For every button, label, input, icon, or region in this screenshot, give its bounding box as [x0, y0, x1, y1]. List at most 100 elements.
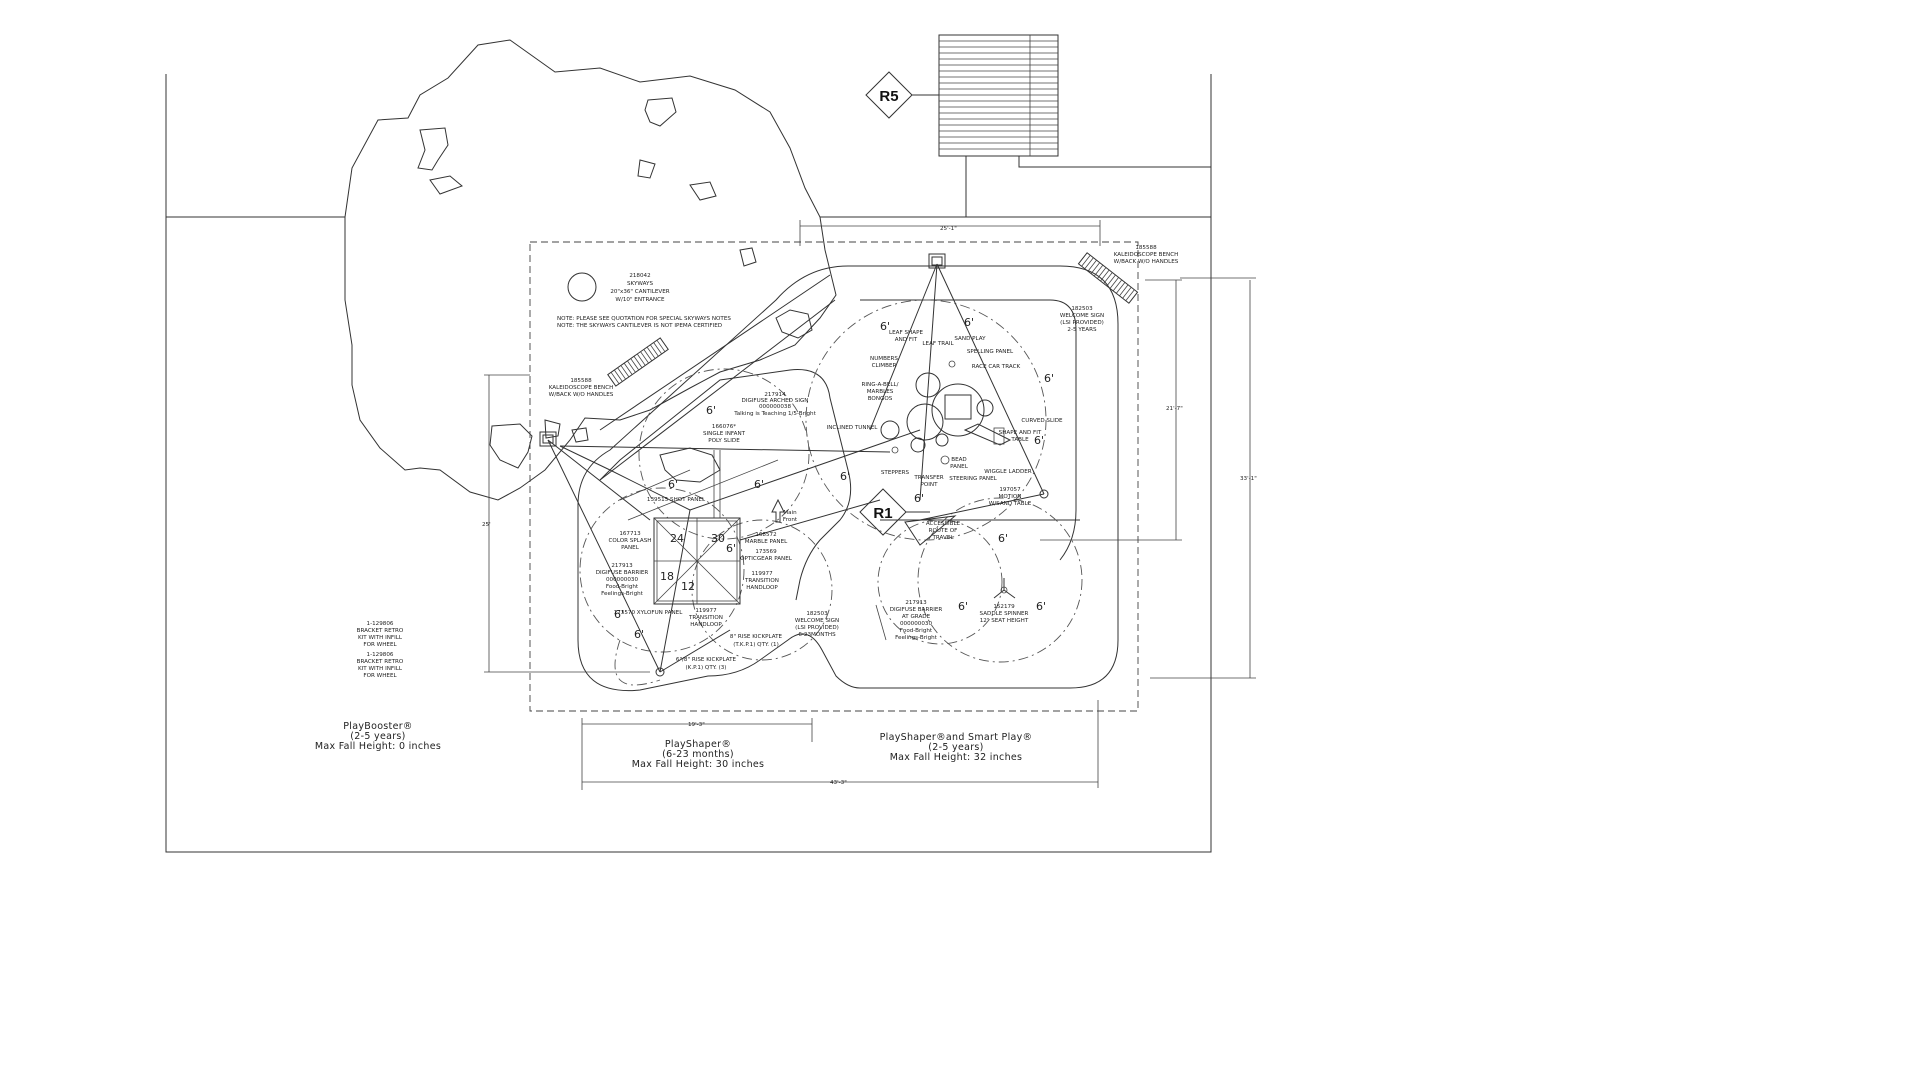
svg-text:CURVED SLIDE: CURVED SLIDE	[1021, 418, 1063, 424]
svg-text:KIT WITH INFILL: KIT WITH INFILL	[358, 666, 403, 672]
svg-text:TRANSFER: TRANSFER	[913, 475, 943, 481]
svg-text:WELCOME SIGN: WELCOME SIGN	[795, 618, 839, 624]
svg-text:POLY SLIDE: POLY SLIDE	[708, 438, 740, 444]
svg-text:COLOR SPLASH: COLOR SPLASH	[608, 538, 651, 544]
r1-marker: R1	[859, 488, 930, 536]
zone-caption-playbooster: PlayBooster® (2-5 years) Max Fall Height…	[315, 721, 441, 752]
svg-text:173570 XYLOFUN PANEL: 173570 XYLOFUN PANEL	[614, 610, 684, 616]
svg-text:000000030: 000000030	[606, 577, 638, 583]
dim-right-inner: 21'-7"	[1166, 406, 1183, 412]
deck-height-30: 30	[711, 532, 725, 545]
svg-text:Max Fall Height: 0 inches: Max Fall Height: 0 inches	[315, 741, 441, 752]
svg-text:182503: 182503	[806, 611, 828, 617]
welcome-sign-left-label: 182503 WELCOME SIGN (LSI PROVIDED) 6-23M…	[795, 611, 839, 638]
svg-text:8" RISE KICKPLATE: 8" RISE KICKPLATE	[730, 634, 783, 640]
smart-play-labels: LEAF SHAPE AND FIT LEAF TRAIL SAND PLAY …	[827, 330, 1063, 641]
svg-text:PlayBooster®: PlayBooster®	[343, 721, 412, 732]
svg-text:(LSI PROVIDED): (LSI PROVIDED)	[1060, 320, 1104, 326]
svg-text:217914: 217914	[764, 392, 786, 398]
svg-text:6-23MONTHS: 6-23MONTHS	[798, 632, 836, 638]
svg-text:(K.P.1) QTY. (3): (K.P.1) QTY. (3)	[685, 665, 726, 671]
svg-text:ACCESSIBLE: ACCESSIBLE	[926, 521, 961, 527]
svg-text:FOR WHEEL: FOR WHEEL	[363, 642, 397, 648]
svg-text:Food-Bright: Food-Bright	[606, 584, 639, 590]
svg-text:SINGLE INFANT: SINGLE INFANT	[703, 431, 746, 437]
note-1: NOTE: PLEASE SEE QUOTATION FOR SPECIAL S…	[557, 316, 731, 322]
svg-text:KALEIDOSCOPE BENCH: KALEIDOSCOPE BENCH	[1114, 252, 1179, 258]
bench-right-label: 185588 KALEIDOSCOPE BENCH W/BACK W/O HAN…	[1114, 245, 1179, 265]
svg-text:Main: Main	[783, 510, 797, 516]
svg-text:HANDLOOP: HANDLOOP	[690, 622, 722, 628]
bracket-marker	[875, 604, 887, 641]
svg-text:TRANSITION: TRANSITION	[744, 578, 779, 584]
svg-text:R5: R5	[879, 88, 898, 105]
clearance-label: 6'	[668, 478, 678, 491]
clearance-label: 6'	[726, 542, 736, 555]
svg-text:152179: 152179	[993, 604, 1015, 610]
welcome-sign-right-label: 182503 WELCOME SIGN (LSI PROVIDED) 2-5 Y…	[1060, 306, 1104, 333]
svg-text:TRAVEL: TRAVEL	[931, 535, 954, 541]
playshaper-labels: 217914 DIGIFUSE ARCHED SIGN 000000038 Ta…	[596, 392, 817, 671]
svg-text:WELCOME SIGN: WELCOME SIGN	[1060, 313, 1104, 319]
svg-text:STEPPERS: STEPPERS	[881, 470, 910, 476]
clearance-label: 6'	[1036, 600, 1046, 613]
svg-text:166076*: 166076*	[712, 424, 736, 430]
svg-text:217913: 217913	[611, 563, 633, 569]
svg-text:182503: 182503	[1071, 306, 1093, 312]
svg-text:168572: 168572	[755, 532, 776, 538]
surfacing-boundary	[529, 241, 1139, 712]
svg-text:ROUTE OF: ROUTE OF	[929, 528, 958, 534]
svg-text:Feelings-Bright: Feelings-Bright	[601, 591, 644, 597]
dim-left-height: 25'	[482, 522, 491, 528]
dim-top-width: 25'-1"	[940, 226, 957, 232]
svg-text:CLIMBER: CLIMBER	[872, 363, 897, 369]
svg-text:BONGOS: BONGOS	[868, 396, 893, 402]
r5-marker: R5	[865, 71, 939, 119]
svg-text:6"/8" RISE KICKPLATE: 6"/8" RISE KICKPLATE	[676, 657, 737, 663]
svg-text:DIGIFUSE ARCHED SIGN: DIGIFUSE ARCHED SIGN	[741, 398, 808, 404]
svg-text:DIGIFUSE BARRIER: DIGIFUSE BARRIER	[890, 607, 943, 613]
svg-text:W/10" ENTRANCE: W/10" ENTRANCE	[615, 297, 665, 303]
svg-text:(T.K.P.1) QTY. (1): (T.K.P.1) QTY. (1)	[733, 642, 779, 648]
site-boundary	[165, 74, 1212, 853]
svg-text:MARBLE PANEL: MARBLE PANEL	[745, 539, 788, 545]
bench-right	[1077, 252, 1139, 304]
deck-height-12: 12	[681, 580, 695, 593]
svg-text:RING-A-BELL/: RING-A-BELL/	[862, 382, 899, 388]
dim-bottom-total: 43'-3"	[830, 780, 847, 786]
svg-text:12" SEAT HEIGHT: 12" SEAT HEIGHT	[980, 618, 1029, 624]
svg-text:DIGIFUSE BARRIER: DIGIFUSE BARRIER	[596, 570, 649, 576]
clearance-label: 6'	[998, 532, 1008, 545]
svg-text:Front: Front	[783, 517, 798, 523]
tree-canopy	[344, 39, 837, 501]
bracket-retro-1: 1-129806 BRACKET RETRO KIT WITH INFILL F…	[357, 621, 404, 648]
saddle-spinner	[993, 578, 1016, 599]
main-front-arrow	[771, 498, 785, 523]
svg-text:BRACKET RETRO: BRACKET RETRO	[357, 628, 404, 634]
svg-text:Max Fall Height: 30 inches: Max Fall Height: 30 inches	[632, 759, 765, 770]
svg-text:KIT WITH INFILL: KIT WITH INFILL	[358, 635, 403, 641]
svg-text:218042: 218042	[629, 273, 650, 279]
svg-text:Food-Bright: Food-Bright	[900, 628, 933, 634]
svg-text:TRANSITION: TRANSITION	[688, 615, 723, 621]
dim-right-outer: 33'-1"	[1240, 476, 1257, 482]
svg-text:AND FIT: AND FIT	[895, 337, 918, 343]
use-zones	[577, 265, 1119, 692]
svg-text:PANEL: PANEL	[621, 545, 640, 551]
svg-text:MOTION: MOTION	[999, 494, 1022, 500]
svg-text:1-129806: 1-129806	[367, 621, 394, 627]
svg-text:LEAF TRAIL: LEAF TRAIL	[922, 341, 954, 347]
svg-text:119977: 119977	[751, 571, 773, 577]
svg-text:(2-5 years): (2-5 years)	[350, 731, 405, 742]
clearance-label: 6'	[706, 404, 716, 417]
svg-text:139515 SHOT PANEL: 139515 SHOT PANEL	[647, 497, 706, 503]
deck-height-18: 18	[660, 570, 674, 583]
svg-text:(6-23 months): (6-23 months)	[662, 749, 734, 760]
svg-text:W/SAND TABLE: W/SAND TABLE	[989, 501, 1032, 507]
svg-text:(2-5 years): (2-5 years)	[928, 742, 983, 753]
bench-left	[607, 337, 669, 387]
svg-text:000000030: 000000030	[900, 621, 932, 627]
posts	[539, 253, 1049, 677]
svg-text:Feelings-Bright: Feelings-Bright	[895, 635, 938, 641]
clearance-label: 6'	[914, 492, 924, 505]
